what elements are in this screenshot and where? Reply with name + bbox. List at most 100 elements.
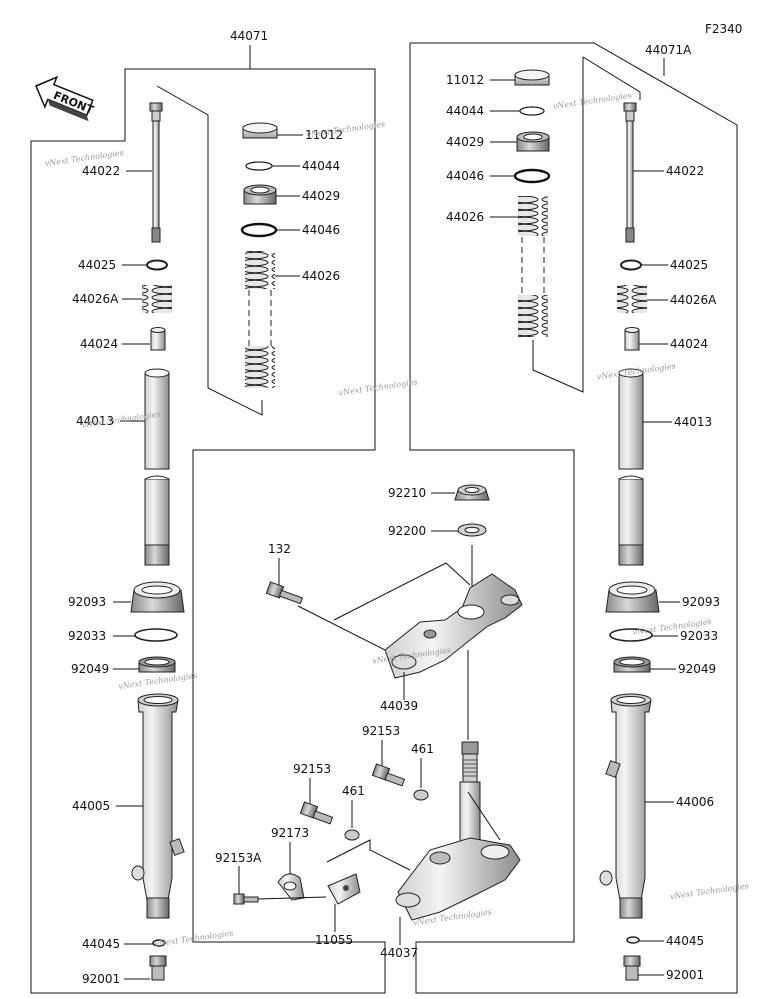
- cap-11012-right: [514, 69, 550, 86]
- label-44046-right: 44046: [446, 169, 484, 183]
- label-44026a-right: 44026A: [670, 293, 717, 307]
- label-92001-right: 92001: [666, 968, 704, 982]
- spring-44026-left: [245, 251, 275, 388]
- dust-seal-92093-left: [130, 581, 185, 613]
- washer-461-lower: [344, 829, 360, 841]
- watermark-text: vNext Technologies: [552, 91, 632, 111]
- steering-stem-44037: [395, 741, 521, 921]
- ring-44044-right: [519, 106, 545, 116]
- spacer-44029-left: [243, 184, 277, 205]
- oil-seal-92049-left: [138, 656, 176, 673]
- damper-rod-right: [623, 102, 637, 243]
- axis-line-clamp: [326, 839, 411, 871]
- figure-id: F2340: [705, 22, 742, 36]
- bracket-left-internals: [156, 85, 263, 416]
- label-92093-right: 92093: [682, 595, 720, 609]
- label-44045-right: 44045: [666, 934, 704, 948]
- group-outline-left: [30, 68, 386, 994]
- label-44005: 44005: [72, 799, 110, 813]
- bolt-axis-132: [297, 605, 386, 651]
- label-44045-left: 44045: [82, 937, 120, 951]
- clip-44025-right: [620, 259, 642, 271]
- label-44071a: 44071A: [645, 43, 692, 57]
- outer-tube-44006-right: [599, 693, 652, 919]
- label-44006: 44006: [676, 795, 714, 809]
- bolt-92001-right: [623, 955, 641, 981]
- watermark-text: vNext Technologies: [118, 671, 198, 691]
- axis-line-44037: [467, 791, 501, 841]
- label-92049-right: 92049: [678, 662, 716, 676]
- label-44029-left: 44029: [302, 189, 340, 203]
- label-461-lower: 461: [342, 784, 365, 798]
- group-outline-right: [409, 42, 738, 994]
- label-92200: 92200: [388, 524, 426, 538]
- label-44024-right: 44024: [670, 337, 708, 351]
- label-44029-right: 44029: [446, 135, 484, 149]
- watermark-text: vNext Technologies: [154, 929, 234, 949]
- collar-44024-left: [150, 327, 166, 351]
- clamp-92173: [277, 873, 305, 901]
- oring-44046-left: [240, 222, 278, 238]
- bracket-axis-44039: [333, 562, 471, 621]
- washer-44045-left: [152, 939, 166, 947]
- label-44024-left: 44024: [80, 337, 118, 351]
- spring-44026a-right: [617, 285, 647, 313]
- inner-tube-44013-right: [618, 368, 644, 566]
- bolt-132: [265, 581, 304, 605]
- bolt-92001-left: [149, 955, 167, 981]
- circlip-92033-right: [609, 628, 653, 642]
- label-11012-right: 11012: [446, 73, 484, 87]
- spring-44026a-left: [142, 285, 172, 313]
- spacer-44029-right: [516, 131, 550, 152]
- bolt-92153A: [233, 893, 259, 905]
- label-44044-left: 44044: [302, 159, 340, 173]
- label-92033-left: 92033: [68, 629, 106, 643]
- cap-11012-left: [242, 122, 278, 139]
- label-92173: 92173: [271, 826, 309, 840]
- label-44022-left: 44022: [82, 164, 120, 178]
- label-44026-left: 44026: [302, 269, 340, 283]
- watermark-text: vNext Technologies: [306, 120, 386, 140]
- circlip-92033-left: [134, 628, 178, 642]
- label-132: 132: [268, 542, 291, 556]
- oil-seal-92049-right: [613, 656, 651, 673]
- front-arrow-icon: FRONT: [35, 75, 96, 122]
- bracket-right-internals: [532, 57, 584, 393]
- nut-92210: [454, 484, 490, 501]
- label-44071: 44071: [230, 29, 268, 43]
- washer-461-upper: [413, 789, 429, 801]
- upper-bracket-44039: [384, 573, 523, 679]
- label-44046-left: 44046: [302, 223, 340, 237]
- label-92153-upper: 92153: [362, 724, 400, 738]
- label-11012-left: 11012: [305, 128, 343, 142]
- label-92001-left: 92001: [82, 972, 120, 986]
- label-44044-right: 44044: [446, 104, 484, 118]
- washer-44045-right: [626, 936, 640, 944]
- label-44025-left: 44025: [78, 258, 116, 272]
- label-44013-right: 44013: [674, 415, 712, 429]
- label-44026a-left: 44026A: [72, 292, 119, 306]
- label-461-upper: 461: [411, 742, 434, 756]
- collar-44024-right: [624, 327, 640, 351]
- label-44026-right: 44026: [446, 210, 484, 224]
- outer-tube-44005-left: [131, 693, 185, 919]
- bolt-92153-upper: [371, 763, 406, 787]
- damper-rod-left: [149, 102, 163, 243]
- oring-44046-right: [513, 168, 551, 184]
- label-44039: 44039: [380, 699, 418, 713]
- bolt-92153-lower: [299, 801, 334, 825]
- label-92210: 92210: [388, 486, 426, 500]
- label-44022-right: 44022: [666, 164, 704, 178]
- label-92033-right: 92033: [680, 629, 718, 643]
- washer-92200: [457, 523, 487, 537]
- label-92093-left: 92093: [68, 595, 106, 609]
- label-92153-lower: 92153: [293, 762, 331, 776]
- label-92049-left: 92049: [71, 662, 109, 676]
- label-11055: 11055: [315, 933, 353, 947]
- bracket-right-top: [582, 56, 641, 100]
- watermark-text: vNext Technologies: [338, 378, 418, 398]
- label-44025-right: 44025: [670, 258, 708, 272]
- clip-44025-left: [146, 259, 168, 271]
- inner-tube-44013-left: [144, 368, 170, 566]
- label-44013-left: 44013: [76, 414, 114, 428]
